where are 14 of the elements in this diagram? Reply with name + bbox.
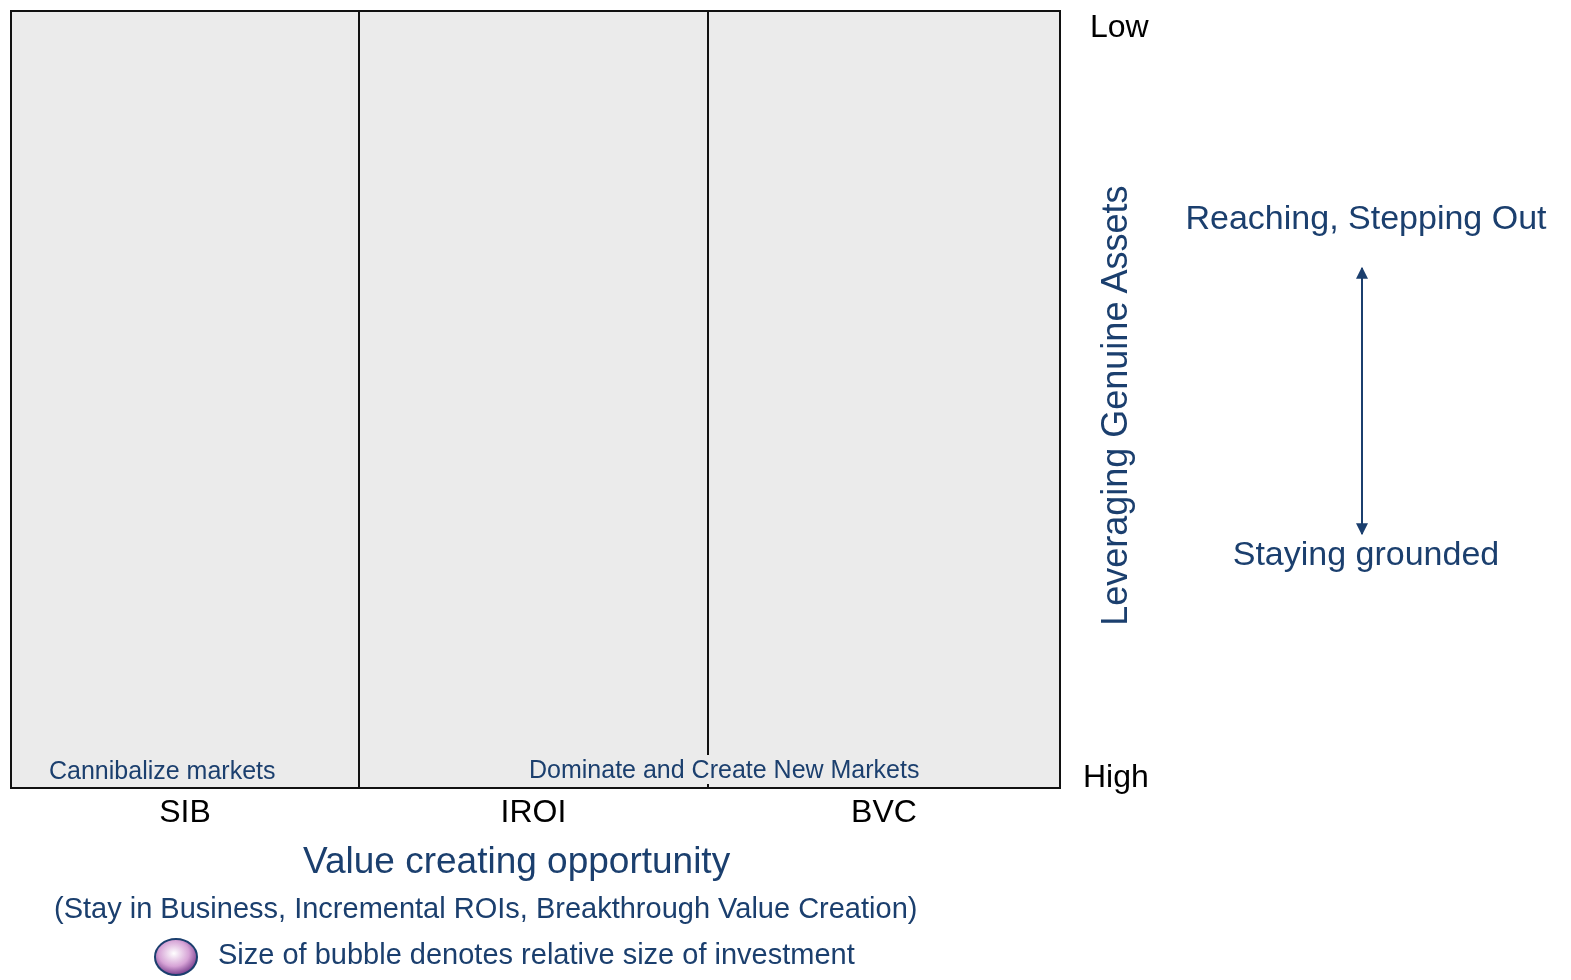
scale-end-label: Staying grounded bbox=[1232, 534, 1500, 572]
scale-end-label: Reaching, Stepping Out bbox=[1185, 198, 1547, 236]
axis-subtitle: (Stay in Business, Incremental ROIs, Breakthrough Value Creation) bbox=[54, 892, 918, 926]
double-arrow bbox=[1356, 266, 1368, 536]
panel-caption: Cannibalize markets bbox=[49, 756, 276, 785]
axis-title: Leveraging Genuine Assets bbox=[1094, 185, 1136, 626]
column-label: IROI bbox=[499, 793, 568, 830]
axis-end-label: High bbox=[1083, 758, 1149, 795]
axis-end-label: Low bbox=[1090, 8, 1149, 45]
axis-title: Value creating opportunity bbox=[303, 840, 731, 883]
column-label: SIB bbox=[158, 793, 212, 830]
column-label: BVC bbox=[850, 793, 918, 830]
quadrant-panel bbox=[10, 10, 360, 789]
legend-text: Size of bubble denotes relative size of investment bbox=[218, 938, 855, 971]
